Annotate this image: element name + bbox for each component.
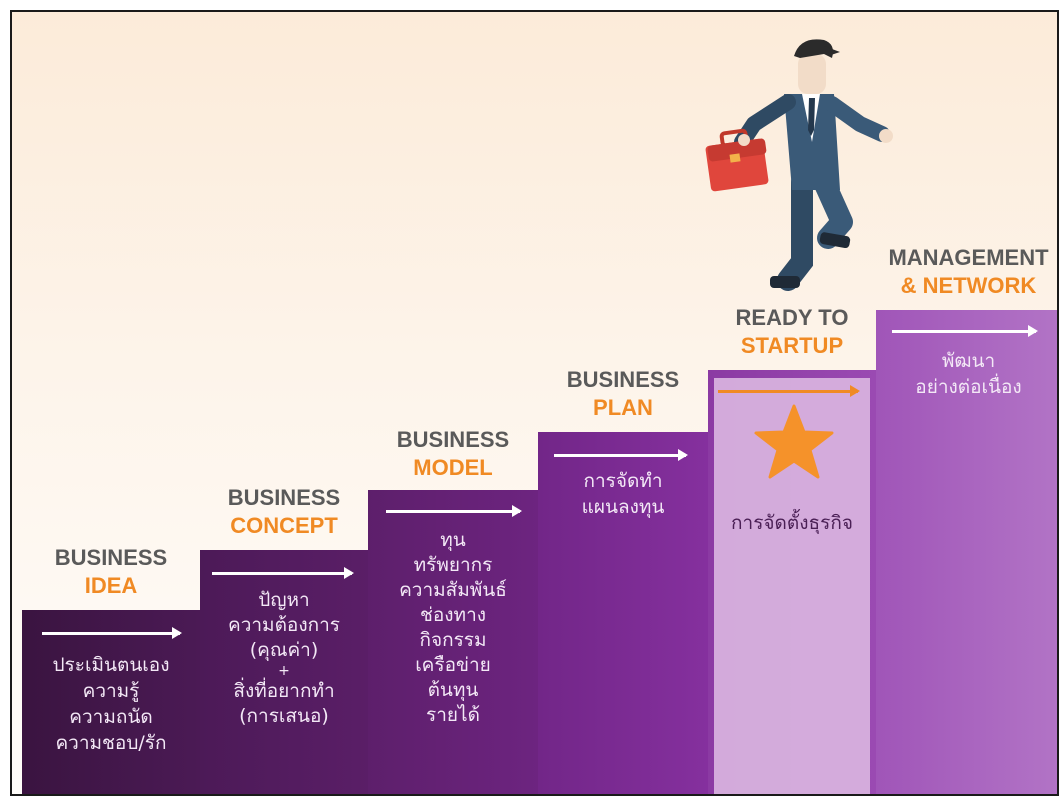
step-description: ปัญหา ความต้องการ (คุณค่า) + สิ่งที่อยาก… [200,588,368,729]
title-line2: & NETWORK [900,273,1037,298]
businessman-icon [705,39,893,291]
title-line2: STARTUP [740,333,844,358]
title-line2: MODEL [413,455,493,480]
arrow-right-icon [212,567,354,579]
description-line: ปัญหา [258,589,310,611]
description-line: สิ่งที่อยากทำ [233,680,335,702]
step-title: MANAGEMENT & NETWORK [876,244,1057,300]
step-description: การจัดตั้งธุรกิจ [714,510,870,536]
description-line: ความต้องการ [228,614,340,636]
description-line: ช่องทาง [419,604,487,626]
description-line: ความชอบ/รัก [55,732,167,754]
description-line: ความรู้ [82,680,140,702]
staircase-diagram: BUSINESS IDEA BUSINESS CONCEPT BUSINESS … [10,10,1059,796]
title-line1: BUSINESS [227,485,341,510]
step-description: ทุน ทรัพยากร ความสัมพันธ์ ช่องทาง กิจกรร… [368,528,538,728]
description-line: ความสัมพันธ์ [399,579,507,601]
description-line: เครือข่าย [415,654,491,676]
arrow-right-orange-icon [718,385,860,397]
title-line2: IDEA [84,573,138,598]
step-title: BUSINESS MODEL [368,426,538,482]
arrow-right-icon [554,449,688,461]
arrow-right-icon [42,627,182,639]
arrow-right-icon [386,505,522,517]
step-description: การจัดทำ แผนลงทุน [538,468,708,520]
description-line: แผนลงทุน [581,496,665,518]
description-line: ต้นทุน [427,679,479,701]
title-line1: BUSINESS [396,427,510,452]
step-title: READY TO STARTUP [708,304,876,360]
description-line: การจัดตั้งธุรกิจ [731,512,853,534]
step-title: BUSINESS IDEA [22,544,200,600]
title-line2: PLAN [593,395,653,420]
arrow-right-icon [892,325,1038,337]
title-line1: READY TO [735,305,849,330]
briefcase-icon [705,128,769,192]
description-line: พัฒนา [941,350,996,372]
step-business-model [368,490,538,794]
description-line: ความถนัด [69,706,153,728]
step-description: พัฒนา อย่างต่อเนื่อง [876,348,1057,400]
description-line: อย่างต่อเนื่อง [915,376,1022,398]
description-line: (การเสนอ) [239,705,329,727]
step-business-concept [200,550,368,794]
description-line: รายได้ [426,704,480,726]
description-line: (คุณค่า) [249,639,319,661]
step-business-idea [22,610,200,794]
step-business-plan [538,432,708,794]
description-line: การจัดทำ [583,470,663,492]
description-line: + [278,663,290,679]
description-line: กิจกรรม [419,629,487,651]
step-title: BUSINESS PLAN [538,366,708,422]
title-line1: BUSINESS [54,545,168,570]
title-line1: BUSINESS [566,367,680,392]
step-title: BUSINESS CONCEPT [200,484,368,540]
title-line2: CONCEPT [230,513,338,538]
description-line: ทรัพยากร [413,554,493,576]
step-description: ประเมินตนเอง ความรู้ ความถนัด ความชอบ/รั… [22,652,200,756]
title-line1: MANAGEMENT [888,245,1049,270]
step-management-network [876,310,1057,794]
star-icon [754,404,834,479]
description-line: ประเมินตนเอง [52,654,170,676]
description-line: ทุน [440,529,466,551]
